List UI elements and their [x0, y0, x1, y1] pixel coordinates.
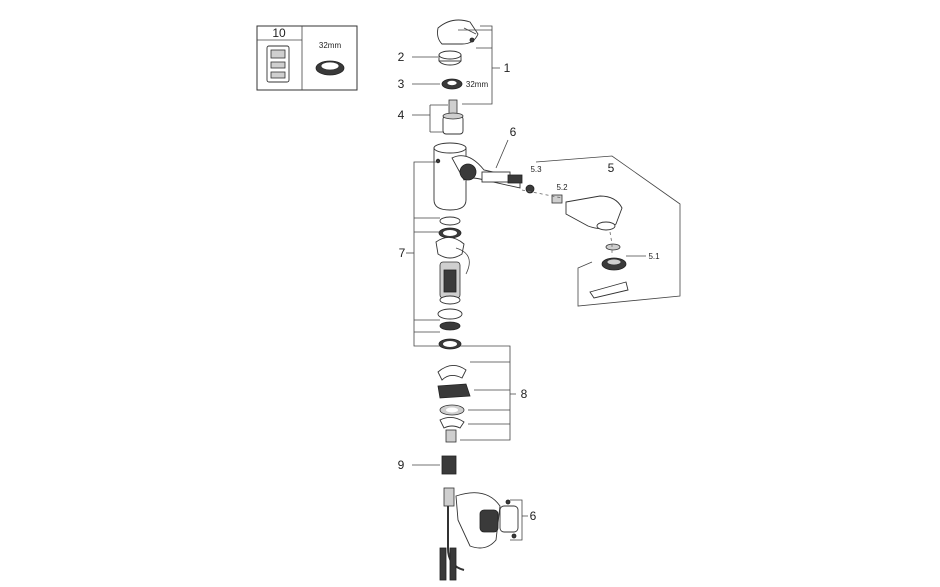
hose-connector-part-9 — [441, 455, 457, 507]
spray-disc-part-5-1 — [589, 243, 629, 299]
callout-5: 5 — [608, 161, 615, 175]
callout-8: 8 — [521, 387, 528, 401]
inset-size-label: 32mm — [319, 41, 342, 50]
callout-5-2: 5.2 — [556, 183, 568, 192]
mounting-parts-part-8 — [437, 365, 471, 443]
lever-handle — [437, 19, 479, 45]
callout-3: 3 — [398, 77, 405, 91]
cartridge-icon — [266, 45, 290, 83]
callout-5-3: 5.3 — [530, 165, 542, 174]
callout-5-1: 5.1 — [648, 252, 660, 261]
callout-1: 1 — [504, 61, 511, 75]
callout-2: 2 — [398, 50, 405, 64]
diverter-part-7 — [437, 261, 463, 350]
cartridge-part-4 — [442, 99, 464, 135]
adapter-part-5-2 — [551, 194, 563, 204]
inset-box-part-10: 10 32mm — [256, 25, 358, 91]
callout-6-top: 6 — [510, 125, 517, 139]
nut-part-3 — [441, 78, 463, 90]
callout-7: 7 — [399, 246, 406, 260]
ring-tool-icon — [315, 60, 345, 76]
spray-head-part-5 — [565, 195, 623, 231]
callout-6-bottom: 6 — [530, 509, 537, 523]
callout-3-size: 32mm — [466, 80, 489, 89]
hose-weight-part-6 — [455, 492, 519, 549]
callout-4: 4 — [398, 108, 405, 122]
seal-rings-part-7 — [435, 216, 470, 275]
callout-9: 9 — [398, 458, 405, 472]
cover-ring-part-2 — [438, 50, 462, 66]
hose — [439, 506, 465, 581]
faucet-body — [433, 142, 523, 211]
inset-label: 10 — [272, 26, 286, 40]
